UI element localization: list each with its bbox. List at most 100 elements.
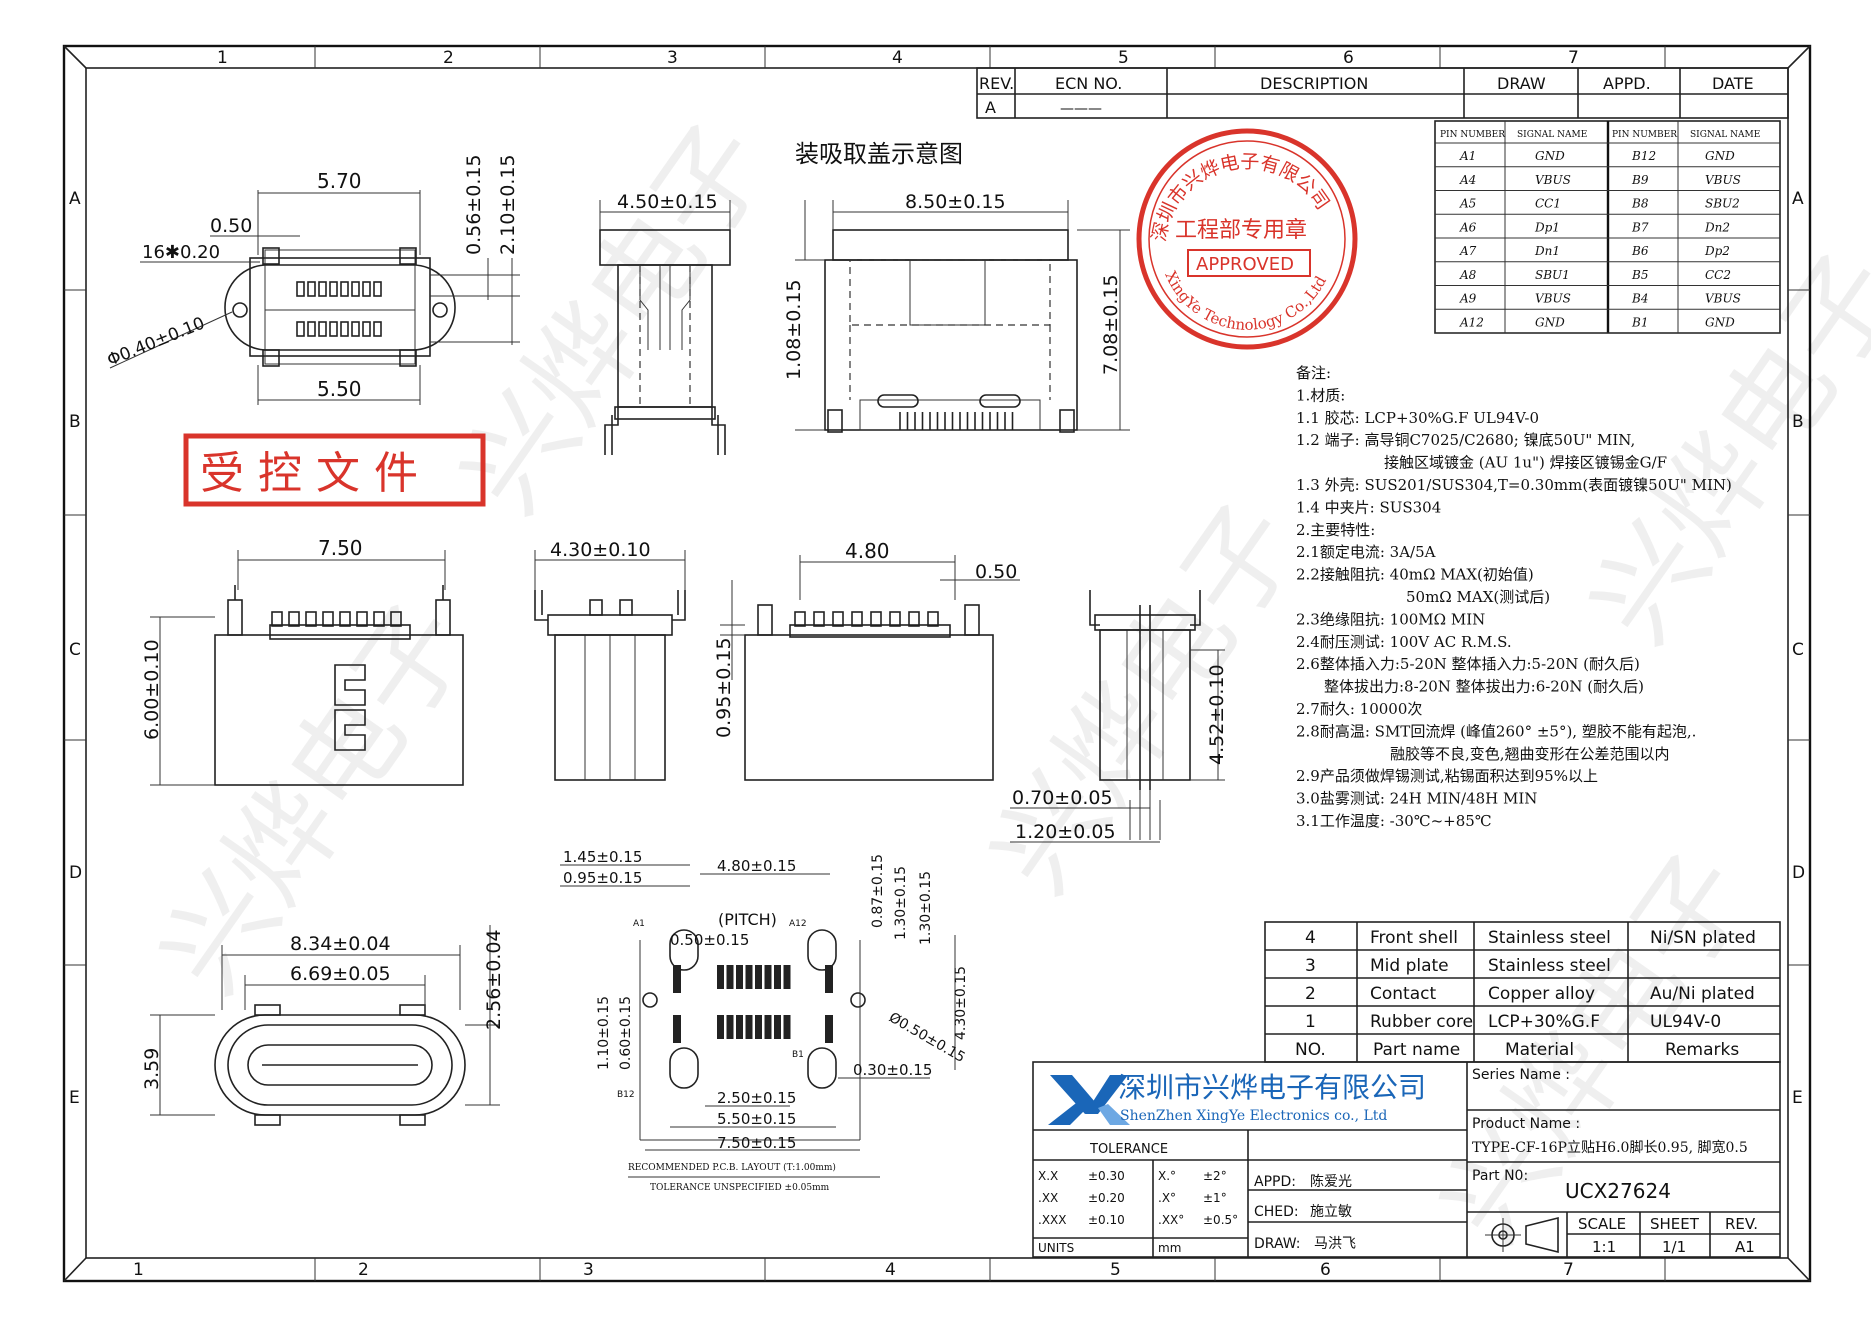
bom-no: 4 xyxy=(1305,928,1316,948)
bom-material: Stainless steel xyxy=(1488,928,1611,948)
scale-label: SCALE xyxy=(1578,1215,1626,1233)
units-value: mm xyxy=(1158,1241,1181,1255)
pin-number: A6 xyxy=(1459,220,1477,234)
note-line: 整体拔出力:8-20N 整体拔出力:6-20N (耐久后) xyxy=(1324,678,1644,696)
bom-no: 1 xyxy=(1305,1012,1316,1032)
zone-col-7: 7 xyxy=(1568,48,1579,68)
zone-row-D: D xyxy=(69,863,82,883)
note-line: 1.4 中夹片: SUS304 xyxy=(1296,498,1441,516)
pin-number: A7 xyxy=(1459,244,1477,258)
dim-label: 0.95±0.15 xyxy=(563,869,642,887)
title-block: 深圳市兴烨电子有限公司 ShenZhen XingYe Electronics … xyxy=(1032,1061,1781,1258)
tolerance-label: TOLERANCE xyxy=(1089,1142,1168,1157)
zone-col-3: 3 xyxy=(583,1260,594,1280)
dim-label: 0.70±0.05 xyxy=(1012,787,1113,809)
dim-label: Φ0.40±0.10 xyxy=(104,313,207,370)
pin-number: B8 xyxy=(1631,197,1649,211)
note-line: 1.3 外壳: SUS201/SUS304,T=0.30mm(表面镀镍50U" … xyxy=(1296,476,1732,494)
zone-col-7: 7 xyxy=(1563,1260,1574,1280)
controlled-document-stamp: 受 控 文 件 xyxy=(183,433,486,507)
zone-row-D: D xyxy=(1792,863,1805,883)
dim-label: 1.10±0.15 xyxy=(596,996,612,1070)
dim-label: 0.56±0.15 xyxy=(463,154,485,255)
dim-label: 1.45±0.15 xyxy=(563,848,642,866)
pin-header-number: PIN NUMBER xyxy=(1440,130,1505,140)
zone-col-3: 3 xyxy=(667,48,678,68)
part-value: UCX27624 xyxy=(1565,1179,1671,1203)
note-line: 1.2 端子: 高导铜C7025/C2680; 镍底50U" MIN, xyxy=(1296,431,1635,449)
tolerance-cell: ±0.30 xyxy=(1088,1169,1125,1183)
pin-number: A12 xyxy=(1459,315,1484,329)
dim-label: 0.30±0.15 xyxy=(853,1061,932,1079)
dim-label: 6.69±0.05 xyxy=(290,963,391,985)
pin-signal: VBUS xyxy=(1705,173,1741,187)
dim-label: 4.30±0.10 xyxy=(550,539,651,561)
pin-signal: VBUS xyxy=(1535,292,1571,306)
sheet-label: SHEET xyxy=(1650,1215,1700,1233)
appd-value: 陈爱光 xyxy=(1310,1173,1352,1190)
dim-label: 8.34±0.04 xyxy=(290,933,391,955)
watermark-text: 兴烨电子 xyxy=(966,481,1323,915)
pin-signal: GND xyxy=(1705,315,1735,329)
rev-value: A1 xyxy=(1735,1238,1755,1256)
pin-number: B4 xyxy=(1631,292,1648,306)
rev-label: REV. xyxy=(1725,1215,1758,1233)
dim-label: 0.95±0.15 xyxy=(713,637,735,738)
pin-header-number: PIN NUMBER xyxy=(1612,130,1677,140)
dim-label: 1.20±0.05 xyxy=(1015,821,1116,843)
pin-signal: VBUS xyxy=(1705,292,1741,306)
tolerance-cell: .X° xyxy=(1158,1191,1176,1205)
scale-value: 1:1 xyxy=(1592,1238,1616,1256)
zone-row-E: E xyxy=(1792,1088,1803,1108)
zone-col-5: 5 xyxy=(1118,48,1129,68)
part-label: Part N0: xyxy=(1472,1168,1528,1184)
bom-remarks: Au/Ni plated xyxy=(1650,984,1755,1004)
series-label: Series Name : xyxy=(1472,1067,1570,1083)
zone-row-B: B xyxy=(1792,412,1804,432)
bom-header-no: NO. xyxy=(1295,1040,1326,1060)
note-line: 3.1工作温度: -30℃~+85℃ xyxy=(1296,812,1492,830)
rev-header-ecn: ECN NO. xyxy=(1055,74,1122,93)
pin-signal: Dn2 xyxy=(1704,220,1730,234)
rev-header-appd: APPD. xyxy=(1603,74,1651,93)
dim-label: 3.59 xyxy=(141,1048,163,1090)
bom-material: LCP+30%G.F xyxy=(1488,1012,1600,1032)
note-line: 1.材质: xyxy=(1296,386,1345,404)
bom-remarks: Ni/SN plated xyxy=(1650,928,1756,948)
pin-number: A9 xyxy=(1459,292,1477,306)
note-line: 2.8耐高温: SMT回流焊 (峰值260° ±5°), 塑胶不能有起泡,. xyxy=(1296,722,1696,740)
dim-label: 2.50±0.15 xyxy=(717,1089,796,1107)
stamp-ring-text-en: XingYe Technology Co.,Ltd xyxy=(1161,268,1330,334)
dim-label: 1.30±0.15 xyxy=(893,866,909,940)
note-line: 2.7耐久: 10000次 xyxy=(1296,700,1422,718)
dim-label: (PITCH) xyxy=(718,910,777,929)
zone-row-C: C xyxy=(1792,640,1804,660)
zone-col-2: 2 xyxy=(358,1260,369,1280)
pcb-layout-view: A1 A12 B1 B12 1.45±0.15 0.95±0.15 4.80±0… xyxy=(560,848,969,1193)
pin-signal: Dn1 xyxy=(1534,244,1560,258)
dim-label: 0.60±0.15 xyxy=(618,996,634,1070)
bom-part: Rubber core xyxy=(1370,1012,1473,1032)
back-view: 7.50 6.00±0.10 xyxy=(141,536,464,786)
note-line: 融胶等不良,变色,翘曲变形在公差范围以内 xyxy=(1390,745,1670,763)
tolerance-cell: .XX° xyxy=(1158,1213,1184,1227)
section-view: 0.70±0.05 1.20±0.05 4.52±0.10 xyxy=(1010,590,1228,843)
dim-label: 5.70 xyxy=(317,169,362,193)
mating-face-view: 8.34±0.04 6.69±0.05 2.56±0.04 3.59 xyxy=(141,925,505,1126)
zone-row-C: C xyxy=(69,640,81,660)
pin-b1-label: B1 xyxy=(792,1050,804,1060)
approval-stamp: 深圳市兴烨电子有限公司 XingYe Technology Co.,Ltd 工程… xyxy=(1136,128,1358,350)
rev-header-date: DATE xyxy=(1712,74,1754,93)
note-line: 2.9产品须做焊锡测试,粘锡面积达到95%以上 xyxy=(1296,767,1598,785)
zone-col-1: 1 xyxy=(133,1260,144,1280)
bom-header-material: Material xyxy=(1505,1040,1574,1060)
dim-label: 5.50±0.15 xyxy=(717,1110,796,1128)
bom-material: Stainless steel xyxy=(1488,956,1611,976)
bom-header-part: Part name xyxy=(1373,1040,1460,1060)
bom-part: Front shell xyxy=(1370,928,1458,948)
pin-signal: Dp2 xyxy=(1704,244,1730,258)
note-line: 接触区域镀金 (AU 1u") 焊接区镀锡金G/F xyxy=(1384,454,1667,472)
pin-signal: GND xyxy=(1535,315,1565,329)
